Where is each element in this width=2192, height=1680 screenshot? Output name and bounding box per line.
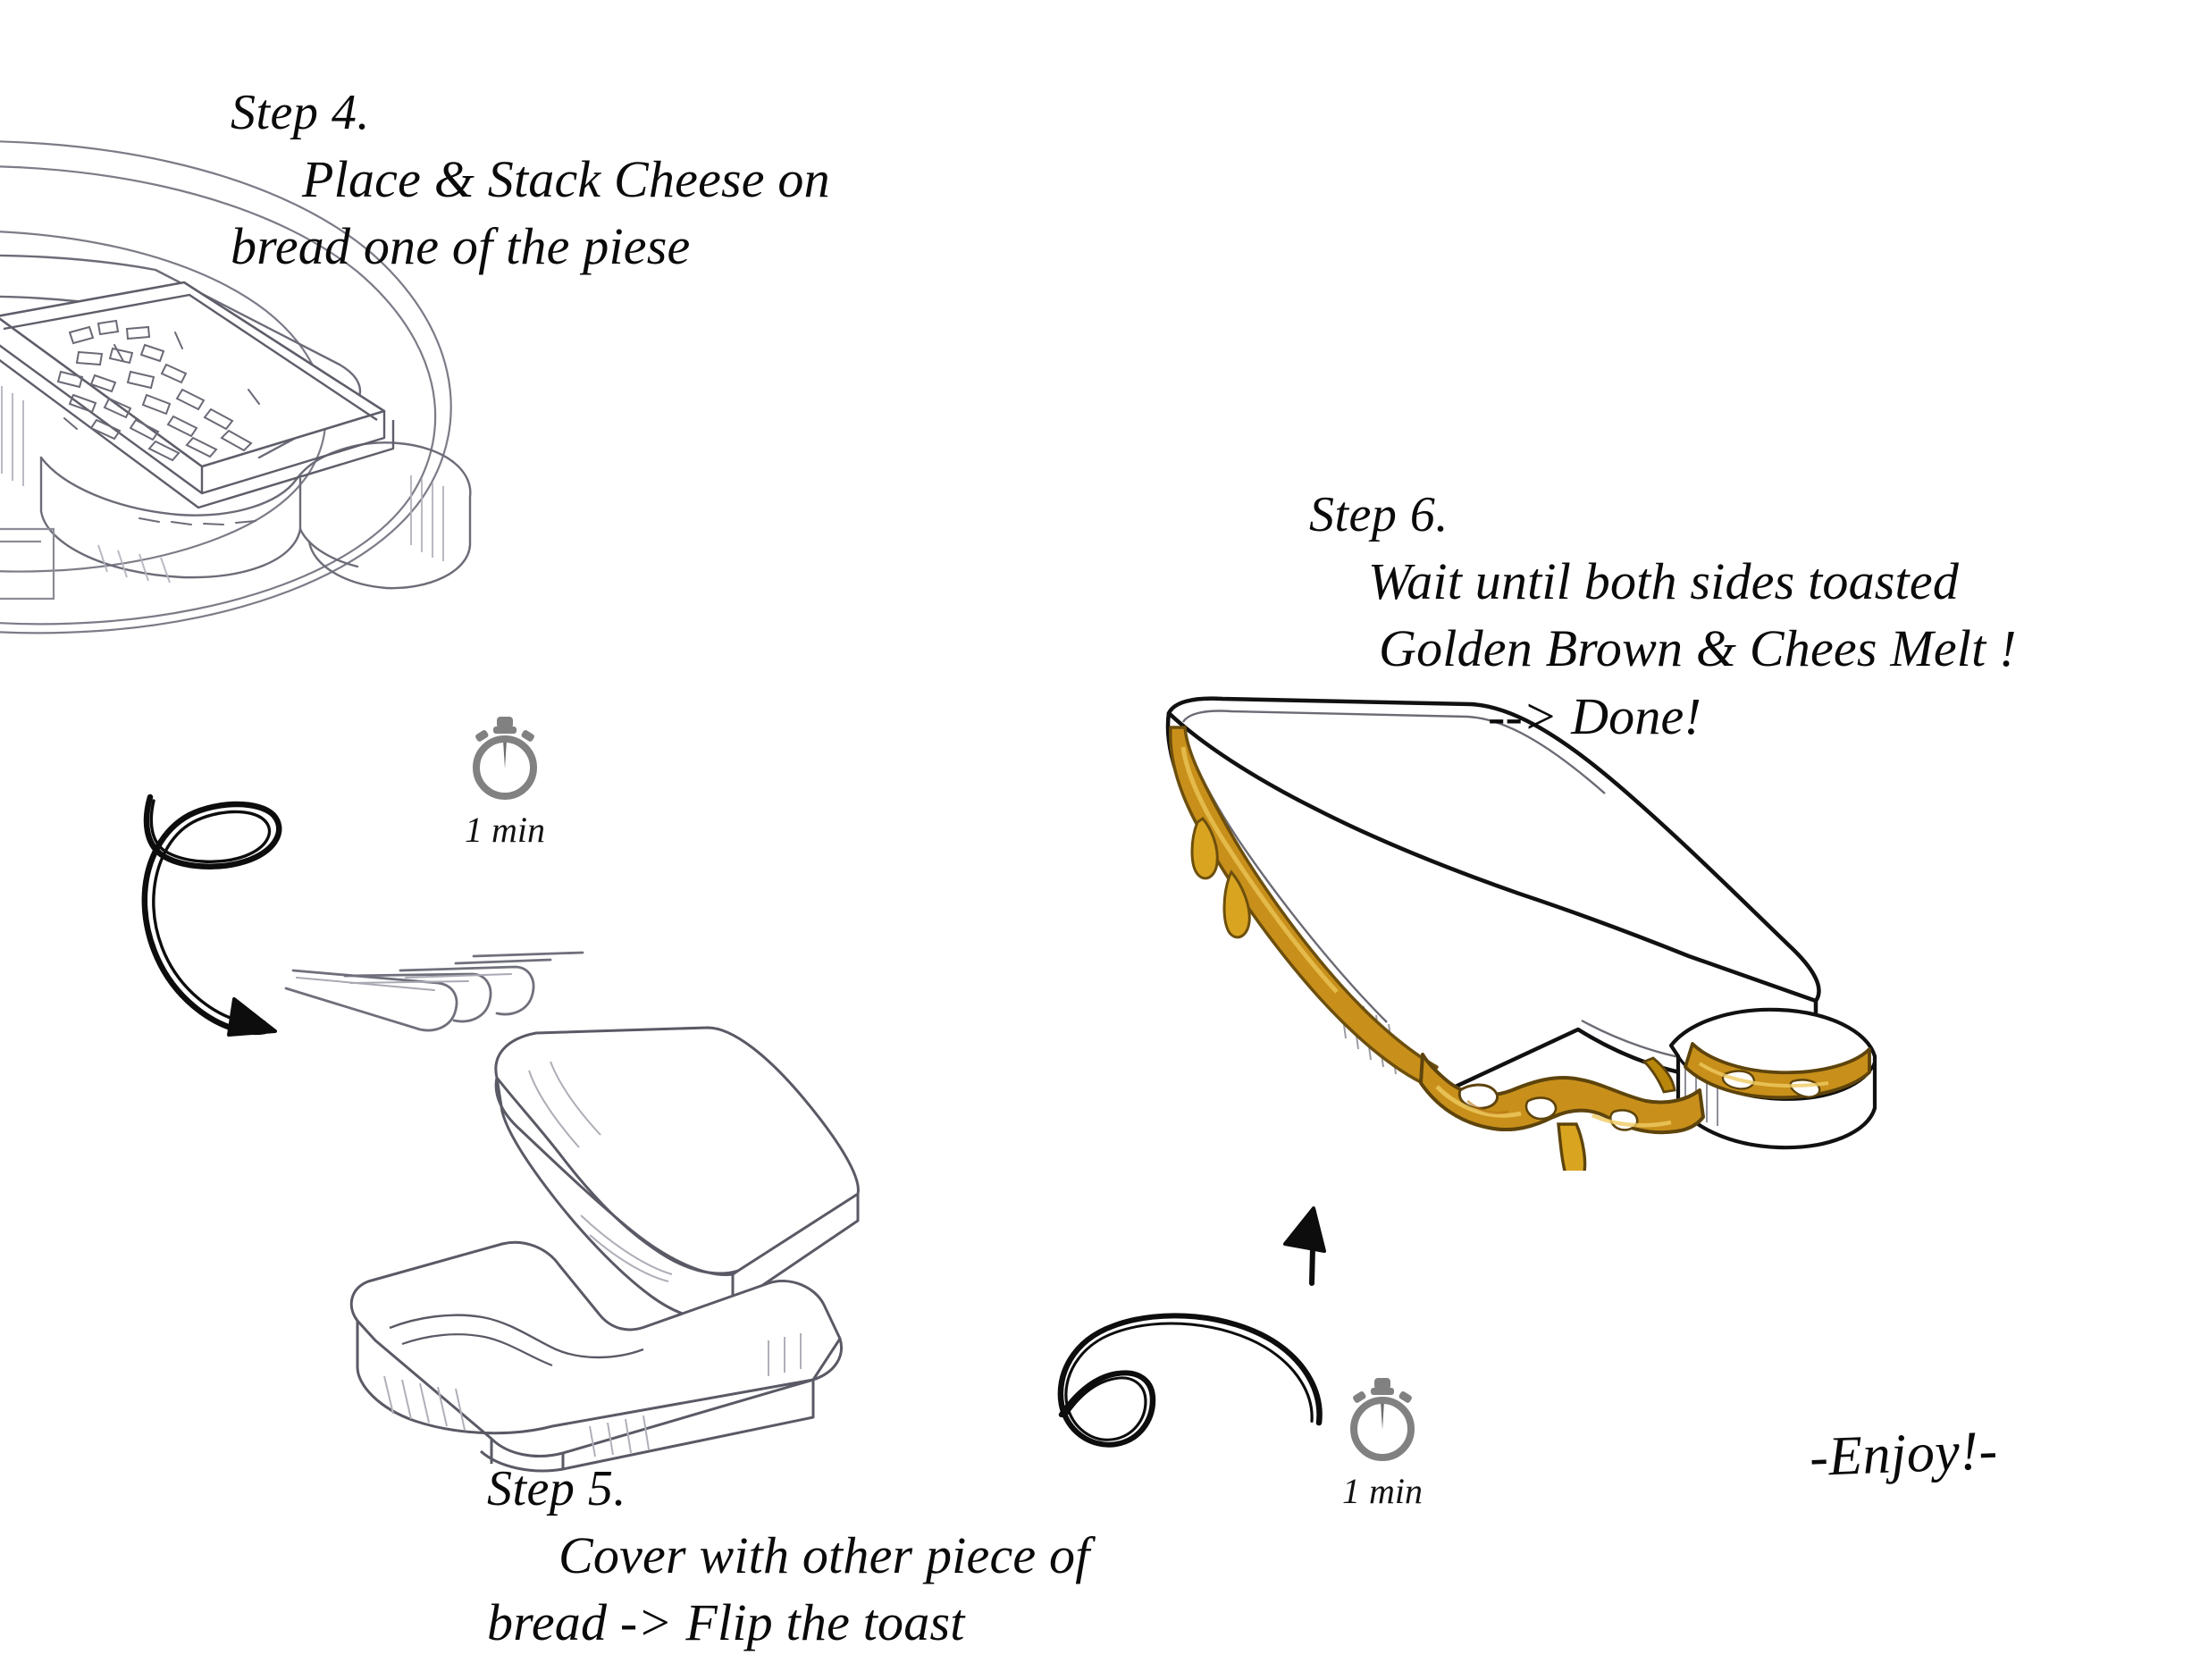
fork-placing-bread-on-sandwich-sketch — [284, 951, 860, 1473]
timer-widget-1: 1 min — [429, 715, 581, 851]
step-4-text-block: Step 4. Place & Stack Cheese on bread on… — [231, 80, 830, 281]
step-6-line-3: --> Done! — [1488, 686, 1702, 745]
enjoy-closing-text: -Enjoy!- — [1808, 1419, 1999, 1489]
finished-grilled-cheese-sandwich-sketch — [1165, 696, 1877, 1171]
step-5-text-block: Step 5. Cover with other piece of bread … — [487, 1457, 1090, 1657]
timer-label: 1 min — [465, 810, 545, 850]
step-4-line-2: bread one of the piese — [231, 217, 691, 276]
stopwatch-icon — [473, 717, 537, 800]
step-6-line-2: Golden Brown & Chees Melt ! — [1379, 619, 2017, 678]
step-4-line-1: Place & Stack Cheese on — [302, 149, 830, 208]
looping-arrow-down-right — [141, 794, 282, 1037]
stopwatch-icon — [1350, 1378, 1415, 1461]
looping-arrow-up-right — [1057, 1206, 1326, 1448]
timer-label: 1 min — [1342, 1471, 1423, 1511]
step-5-line-1: Cover with other piece of — [558, 1525, 1090, 1584]
step-4-heading: Step 4. — [231, 85, 370, 140]
timer-widget-2: 1 min — [1306, 1376, 1458, 1512]
step-5-heading: Step 5. — [487, 1461, 626, 1516]
step-5-line-2: bread -> Flip the toast — [487, 1593, 965, 1652]
step-6-line-1: Wait until both sides toasted — [1368, 551, 1960, 610]
step-6-text-block: Step 6. Wait until both sides toasted Go… — [1309, 483, 2017, 750]
step-6-heading: Step 6. — [1309, 487, 1449, 542]
